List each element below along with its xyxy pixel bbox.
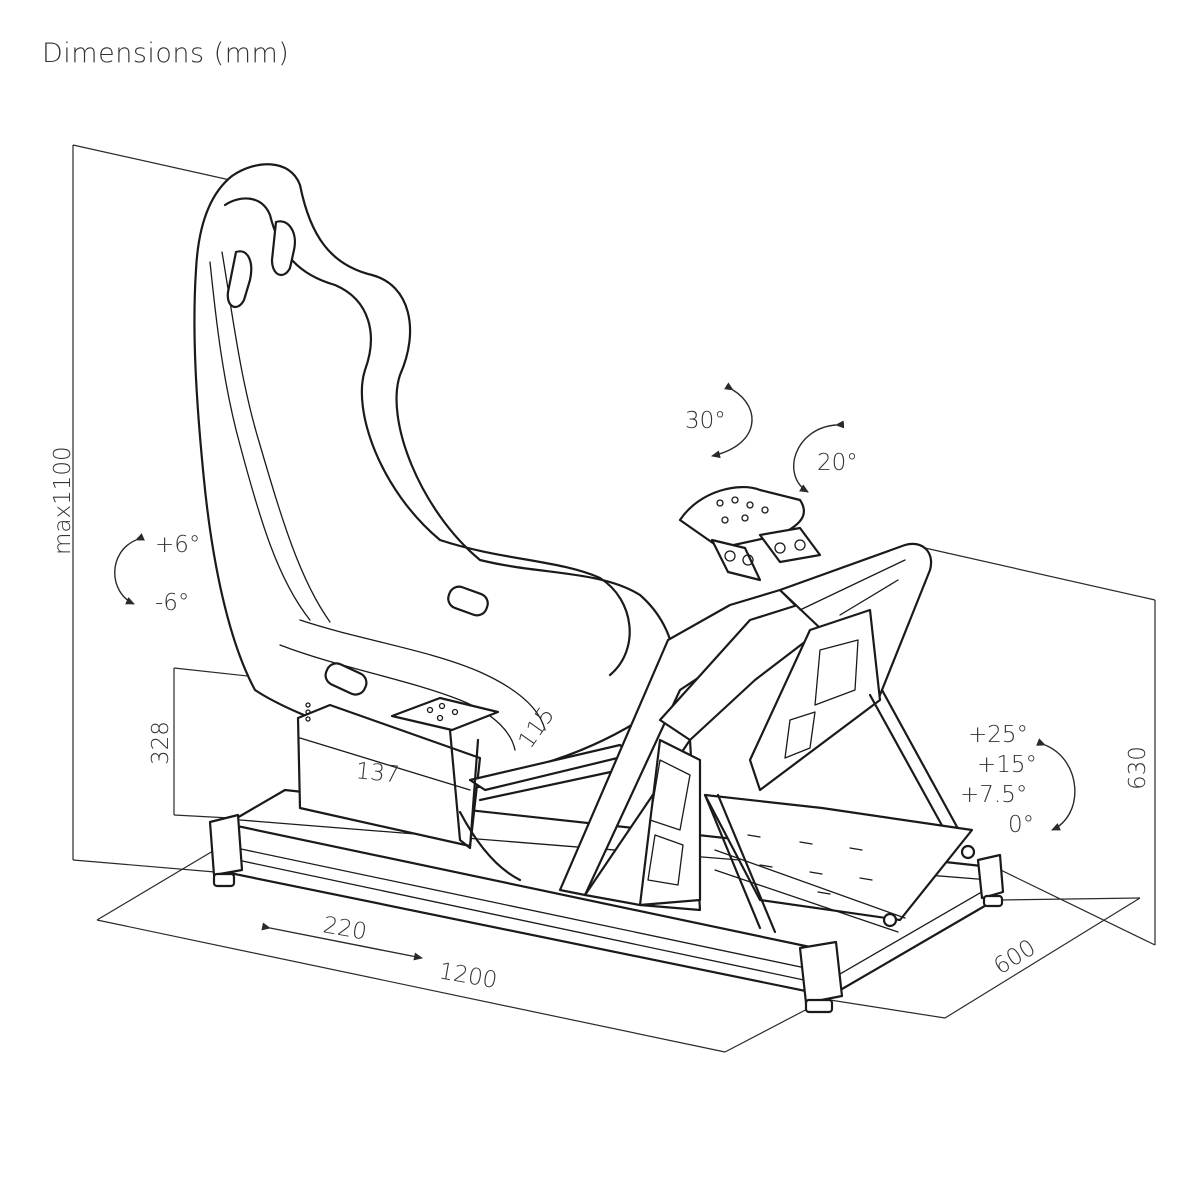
label-height-max: max1100 xyxy=(50,446,76,555)
pedal-plate xyxy=(703,793,976,934)
racing-seat xyxy=(193,163,675,882)
label-pedal-angle-1: +25° xyxy=(968,722,1028,748)
label-pedal-angle-3: +7.5° xyxy=(960,782,1027,808)
label-shifter-rotation: 30° xyxy=(685,408,726,434)
page-title: Dimensions (mm) xyxy=(42,38,290,69)
label-seat-height: 328 xyxy=(148,721,174,765)
label-length: 1200 xyxy=(437,958,499,994)
label-seat-tilt-up: +6° xyxy=(155,532,200,558)
rotation-arrows xyxy=(114,382,1076,831)
label-width: 600 xyxy=(989,935,1040,980)
label-seat-tilt-down: -6° xyxy=(155,590,189,616)
label-seat-depth: 137 xyxy=(354,758,400,788)
label-pedal-angle-2: +15° xyxy=(977,752,1037,778)
label-pedal-angle-4: 0° xyxy=(1008,812,1034,838)
label-shifter-tilt: 20° xyxy=(817,450,858,476)
label-slide-travel: 220 xyxy=(321,912,369,945)
label-front-height: 630 xyxy=(1125,746,1151,790)
cockpit-stand xyxy=(558,486,964,912)
dimension-lines xyxy=(72,144,1156,1053)
angle-labels: +6° -6° 30° 20° +25° +15° +7.5° 0° xyxy=(155,408,1037,838)
